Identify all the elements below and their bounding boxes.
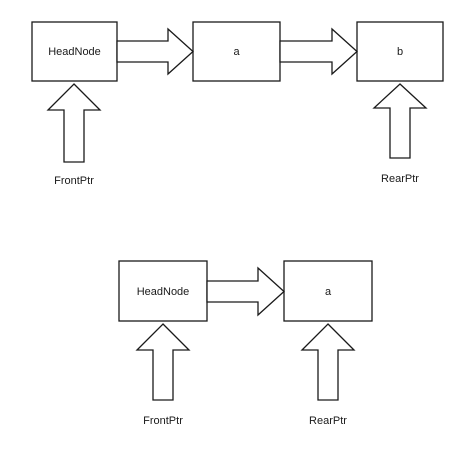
- top-front-pointer-arrow: [46, 83, 102, 163]
- top-node-b: b: [356, 21, 444, 82]
- top-node-headnode: HeadNode: [31, 21, 118, 82]
- bottom-rear-pointer-arrow: [300, 323, 356, 401]
- bottom-front-pointer-arrow: [135, 323, 191, 401]
- bottom-front-pointer-label: FrontPtr: [143, 415, 183, 427]
- bottom-link-arrow: [206, 266, 285, 317]
- bottom-queue: HeadNode a FrontPtr RearPtr: [118, 260, 373, 427]
- bottom-node-a: a: [283, 260, 373, 322]
- bottom-node-headnode: HeadNode: [118, 260, 208, 322]
- top-node-headnode-label: HeadNode: [48, 46, 101, 58]
- top-queue: HeadNode a b FrontPtr RearPtr: [31, 21, 444, 187]
- top-front-pointer-label: FrontPtr: [54, 175, 94, 187]
- top-node-b-label: b: [397, 46, 403, 58]
- top-node-a: a: [192, 21, 281, 82]
- top-rear-pointer-label: RearPtr: [381, 173, 419, 185]
- top-link-arrow-2: [279, 27, 358, 76]
- top-node-a-label: a: [233, 46, 240, 58]
- bottom-node-a-label: a: [325, 286, 332, 298]
- bottom-node-headnode-label: HeadNode: [137, 286, 190, 298]
- top-link-arrow-1: [116, 27, 194, 76]
- bottom-rear-pointer-label: RearPtr: [309, 415, 347, 427]
- top-rear-pointer-arrow: [372, 83, 428, 159]
